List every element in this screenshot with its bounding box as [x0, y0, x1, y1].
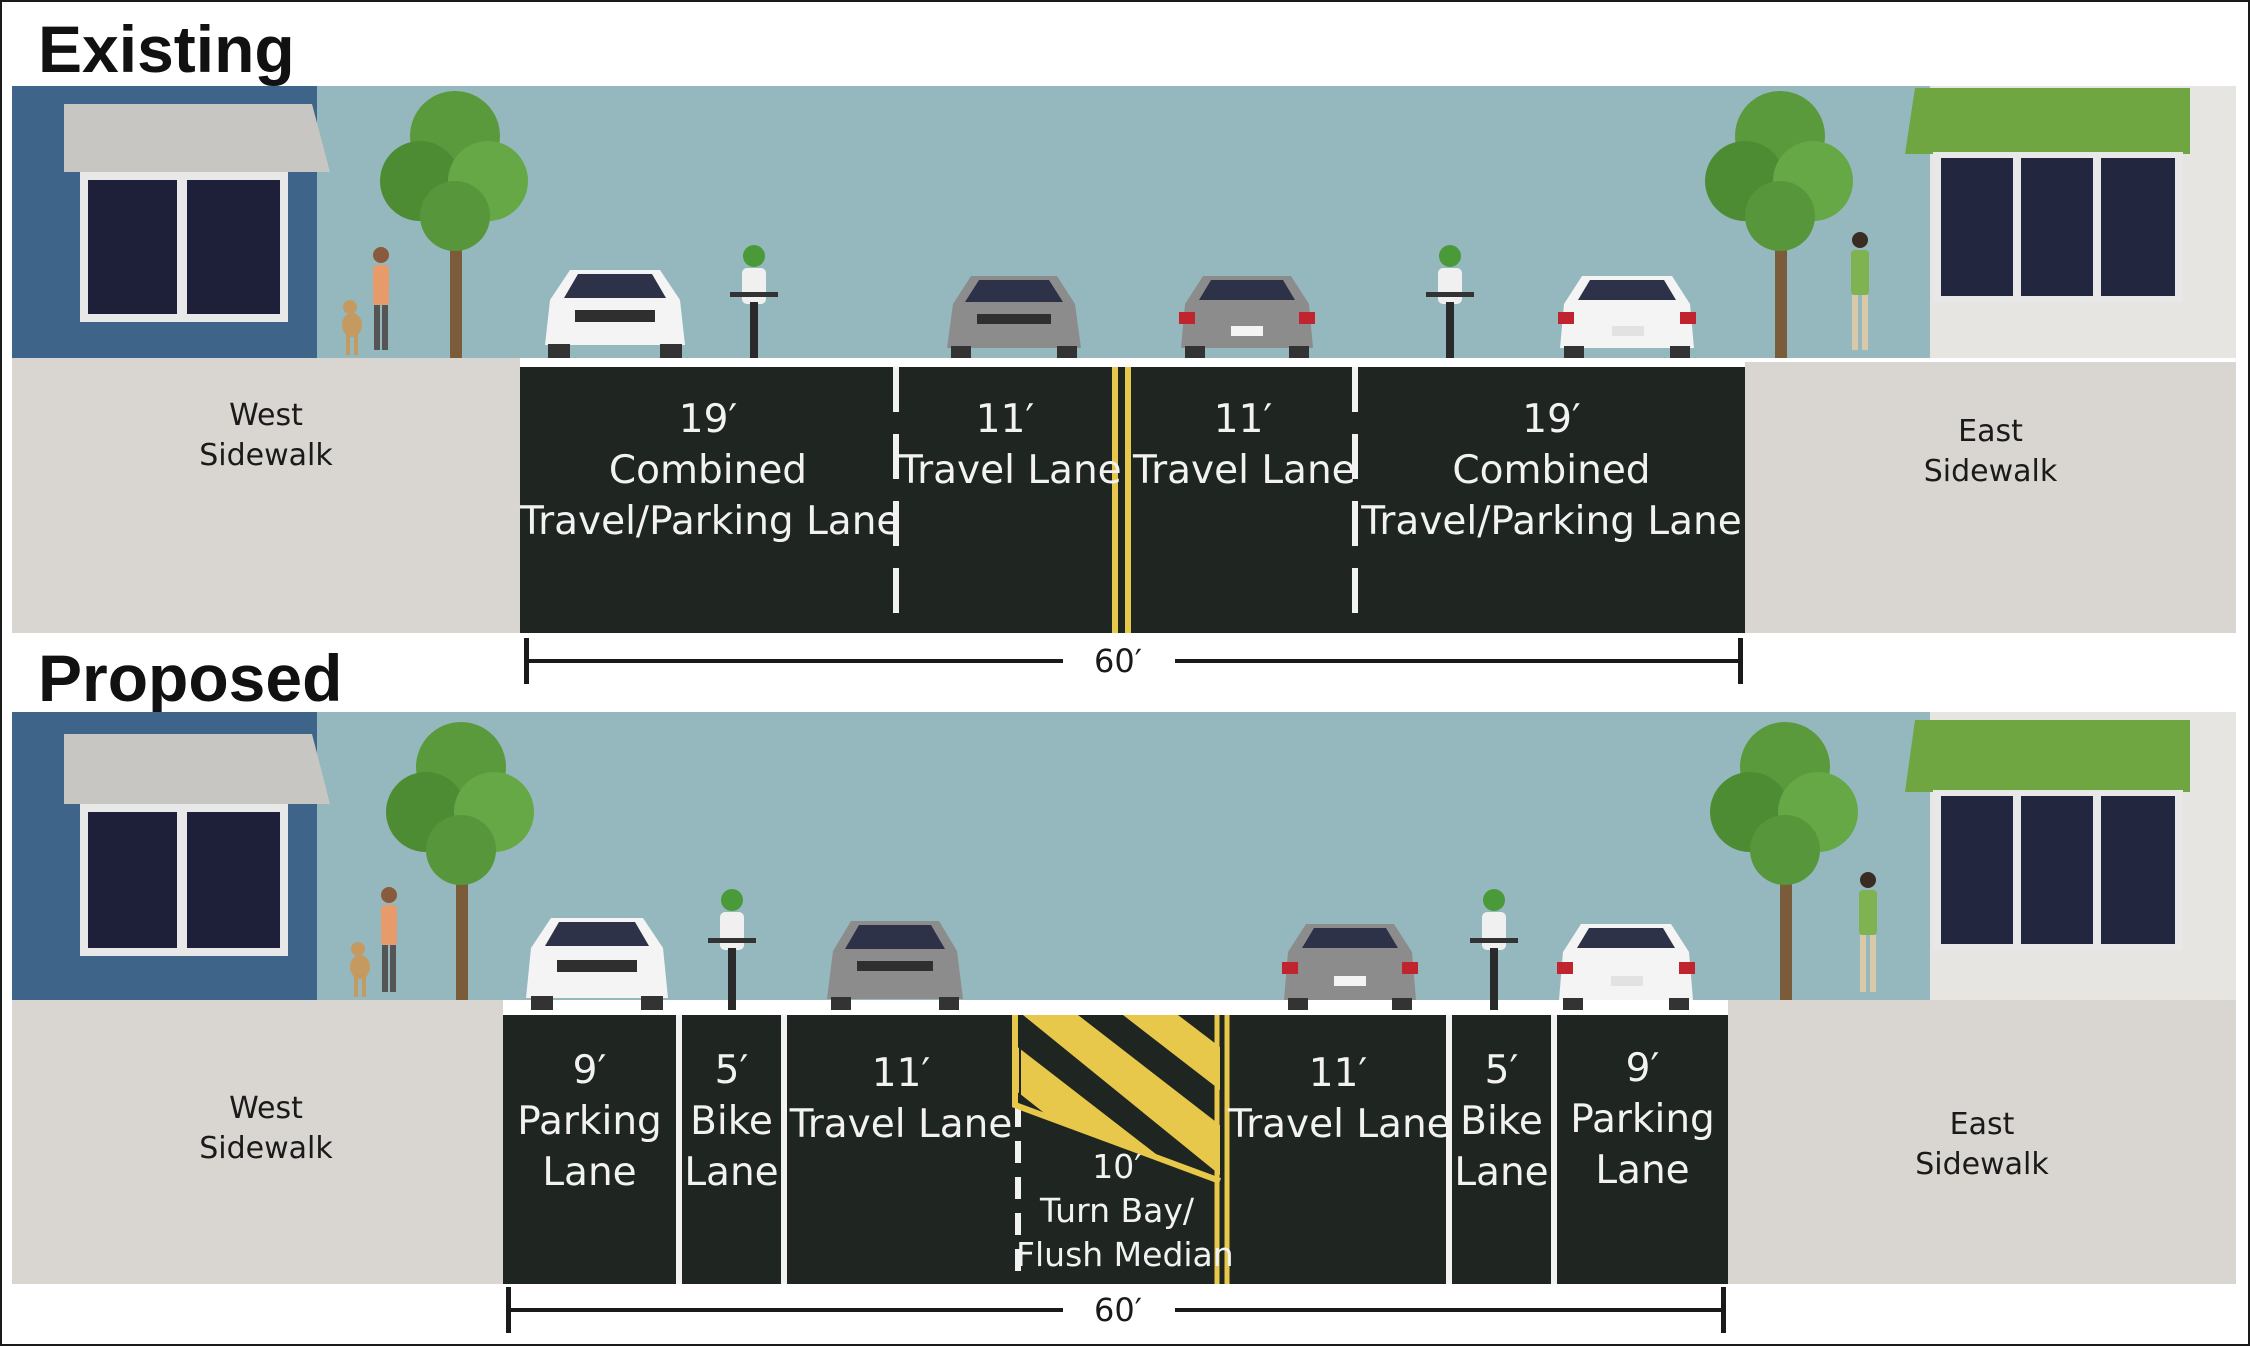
- car-rear-white-icon: [1558, 276, 1696, 358]
- tree-icon: [1705, 91, 1853, 358]
- west-sidewalk: [12, 358, 520, 633]
- pedestrian-with-dog-icon: [350, 887, 397, 997]
- west-sidewalk-label: West Sidewalk: [199, 1091, 333, 1166]
- east-storefront-icon: [1905, 712, 2236, 1000]
- dimension-line: [508, 1308, 1063, 1312]
- tree-icon: [380, 91, 528, 358]
- east-sidewalk-label: East Sidewalk: [1923, 414, 2058, 489]
- car-rear-gray-icon: [1179, 276, 1315, 358]
- proposed-lane-2-label: 5′ Bike Lane: [684, 1048, 779, 1195]
- dimension-line: [1175, 659, 1741, 663]
- proposed-lane-markings: [676, 1015, 1557, 1284]
- existing-lane-3-label: 11′ Travel Lane: [1133, 397, 1356, 493]
- proposed-lane-6-label: 5′ Bike Lane: [1454, 1048, 1549, 1195]
- proposed-title: Proposed: [38, 641, 343, 715]
- proposed-lane-3-label: 11′ Travel Lane: [789, 1051, 1013, 1147]
- pedestrian-with-dog-icon: [342, 247, 389, 355]
- cyclist-icon: [1426, 245, 1474, 358]
- dimension-line: [526, 659, 1063, 663]
- existing-roadway: [520, 367, 1745, 633]
- existing-lane-2-label: 11′ Travel Lane: [899, 397, 1122, 493]
- car-front-gray-icon: [947, 276, 1081, 358]
- proposed-total-width: 60′: [1094, 1291, 1142, 1329]
- east-sidewalk: [1728, 1000, 2236, 1284]
- tree-icon: [1710, 722, 1858, 1000]
- proposed-lane-4-label: 10′ Turn Bay/ Flush Median: [1016, 1147, 1234, 1274]
- cyclist-icon: [1470, 889, 1518, 1010]
- proposed-lane-1-label: 9′ Parking Lane: [517, 1048, 662, 1195]
- pedestrian-icon: [1859, 872, 1877, 992]
- car-front-white-icon: [526, 918, 668, 1010]
- east-sidewalk: [1745, 362, 2236, 633]
- car-front-gray-icon: [827, 921, 963, 1010]
- existing-lane-4-label: 19′ Combined Travel/Parking Lane: [1361, 397, 1742, 544]
- west-sidewalk-label: West Sidewalk: [199, 398, 333, 473]
- dimension-line: [1175, 1308, 1724, 1312]
- car-rear-white-icon: [1557, 924, 1695, 1010]
- car-rear-gray-icon: [1282, 924, 1418, 1010]
- existing-total-width: 60′: [1094, 642, 1142, 680]
- cyclist-icon: [730, 245, 778, 358]
- west-sidewalk: [12, 1000, 503, 1284]
- east-storefront-icon: [1905, 86, 2236, 358]
- proposed-lane-7-label: 9′ Parking Lane: [1570, 1046, 1715, 1193]
- existing-lane-markings: [893, 367, 1358, 633]
- proposed-lane-5-label: 11′ Travel Lane: [1228, 1051, 1451, 1147]
- pedestrian-icon: [1851, 232, 1869, 350]
- existing-title: Existing: [38, 12, 295, 86]
- tree-icon: [386, 722, 534, 1000]
- car-front-white-icon: [545, 270, 685, 358]
- cyclist-icon: [708, 889, 756, 1010]
- west-storefront-icon: [12, 86, 330, 358]
- east-sidewalk-label: East Sidewalk: [1915, 1107, 2049, 1182]
- existing-lane-1-label: 19′ Combined Travel/Parking Lane: [520, 397, 901, 544]
- west-storefront-icon: [12, 712, 330, 1000]
